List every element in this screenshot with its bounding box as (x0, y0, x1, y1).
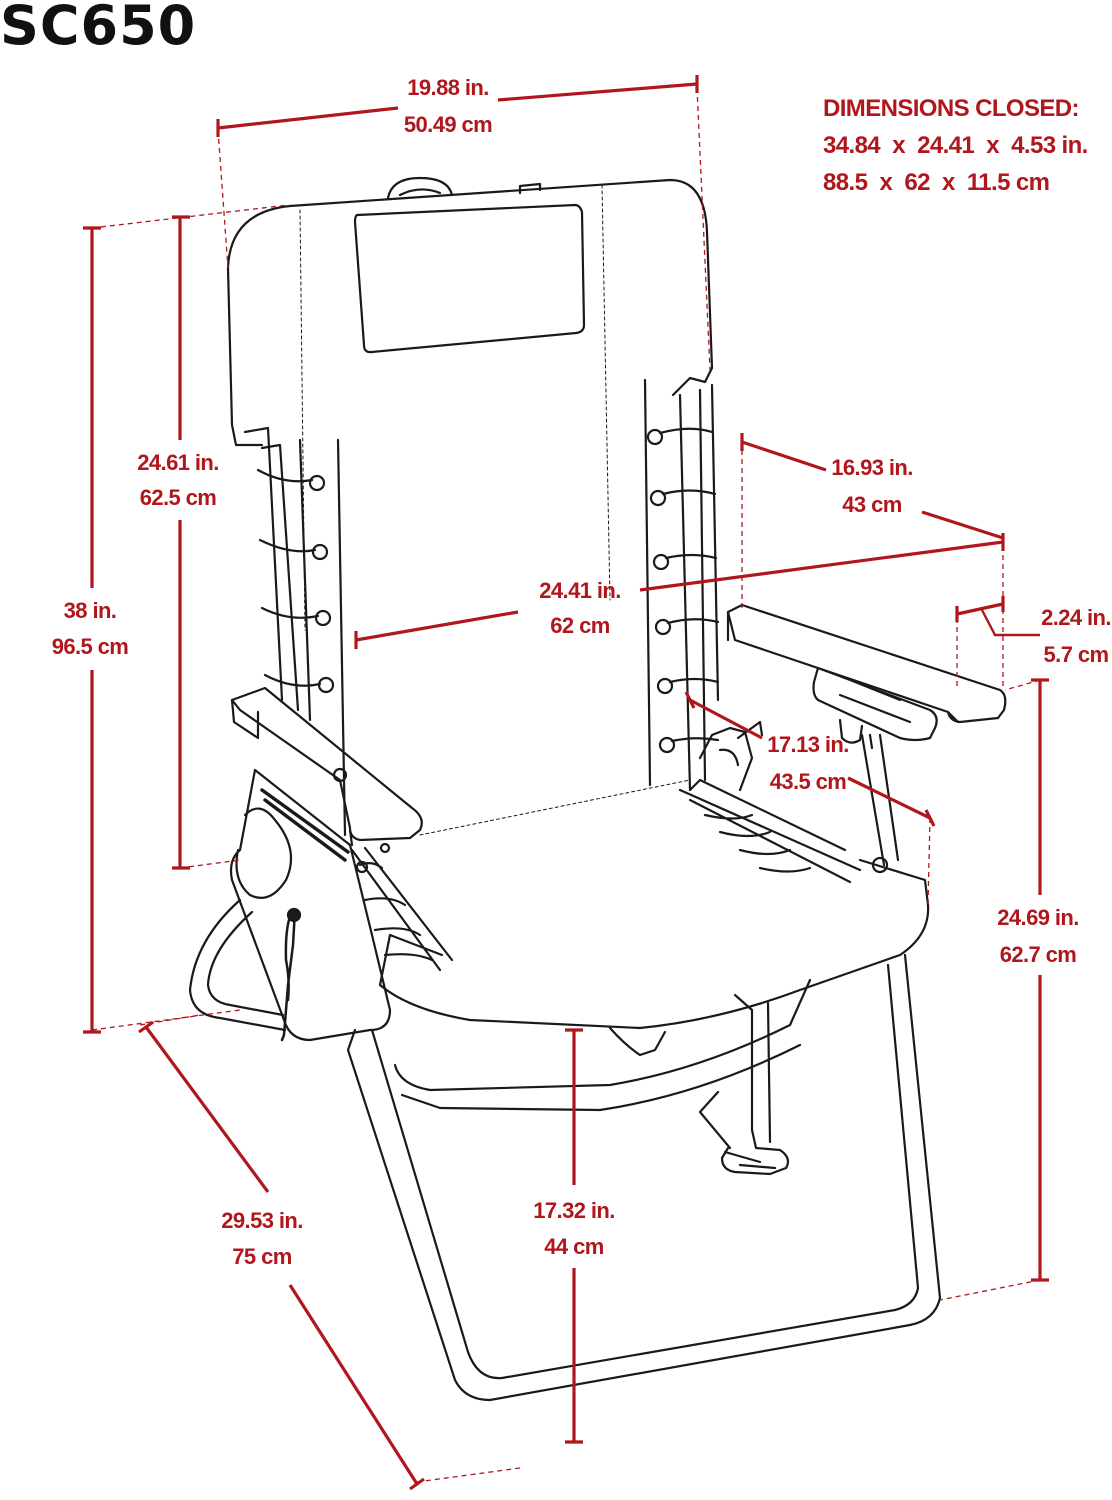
front-left-leg (346, 953, 942, 1402)
label-back-height-in: 24.61 in. (137, 450, 218, 475)
label-arm-span-cm: 43 cm (842, 492, 901, 517)
dim-line-footprint (144, 1026, 270, 1193)
seat-eyelet-2 (379, 842, 391, 854)
label-seat-depth-in: 17.13 in. (767, 732, 848, 757)
back-fabric-bottom (419, 779, 691, 836)
backpack-strap (698, 993, 790, 1176)
label-width-top-cm: 50.49 cm (404, 112, 492, 137)
label-arm-width-cm: 5.7 cm (1044, 642, 1109, 667)
label-seat-height-cm: 44 cm (544, 1234, 603, 1259)
pouch-cord (280, 908, 297, 1042)
headrest-pillow (353, 203, 586, 354)
closed-title: DIMENSIONS CLOSED: (823, 95, 1079, 122)
left-frame-loop (188, 898, 287, 1032)
dimension-lines (83, 75, 1049, 1491)
dimensions-closed: DIMENSIONS CLOSED: 34.84 x 24.41 x 4.53 … (823, 90, 1088, 201)
cord-toggle (286, 907, 302, 923)
tray-clip (838, 718, 864, 744)
dim-line-width-top-b (497, 82, 698, 102)
right-armrest (726, 603, 1007, 724)
label-arm-width-in: 2.24 in. (1041, 605, 1111, 630)
chair-illustration (188, 176, 1007, 1402)
backrest-stitch (299, 184, 611, 631)
label-back-height-cm: 62.5 cm (140, 485, 217, 510)
side-pouch (229, 768, 392, 1042)
dimension-labels: 19.88 in. 50.49 cm 24.61 in. 62.5 cm 38 … (52, 75, 1112, 1269)
label-footprint-cm: 75 cm (232, 1244, 291, 1269)
left-tube (243, 426, 312, 722)
label-inner-width-cm: 62 cm (550, 613, 609, 638)
right-tube (671, 366, 720, 792)
dim-line-arm-span (741, 440, 827, 472)
umbrella-clamp (698, 720, 764, 792)
model-number: SC650 (0, 0, 197, 57)
top-handle (386, 176, 542, 200)
label-total-height-in: 38 in. (64, 598, 117, 623)
dim-line-inner-width (355, 610, 519, 642)
seat-webbing-left (350, 846, 454, 972)
label-inner-width-in: 24.41 in. (539, 578, 620, 603)
label-footprint-in: 29.53 in. (221, 1208, 302, 1233)
dim-line-arm-width (956, 602, 1004, 616)
pivot-rivet (871, 856, 889, 874)
label-arm-span-in: 16.93 in. (831, 455, 912, 480)
label-seat-depth-cm: 43.5 cm (770, 769, 847, 794)
label-seat-height-in: 17.32 in. (533, 1198, 614, 1223)
left-armrest (230, 686, 423, 847)
seat-webbing-right (678, 788, 862, 884)
seat-outline (378, 778, 930, 1030)
seat-eyelet (355, 860, 369, 874)
right-lacing (646, 427, 720, 754)
closed-metric: 88.5 x 62 x 11.5 cm (823, 169, 1050, 196)
label-arm-height-cm: 62.7 cm (1000, 942, 1077, 967)
label-total-height-cm: 96.5 cm (52, 634, 129, 659)
dim-line-seat-depth (689, 698, 763, 740)
right-tray (812, 666, 938, 742)
rear-cross (393, 978, 812, 1112)
label-width-top-in: 19.88 in. (407, 75, 488, 100)
dim-line-width-top (217, 106, 399, 130)
pouch-zipper (260, 788, 350, 862)
back-fabric (336, 378, 652, 837)
guide-lines (91, 87, 1041, 1483)
label-arm-height-in: 24.69 in. (997, 905, 1078, 930)
backrest-outline (226, 178, 714, 447)
closed-imperial: 34.84 x 24.41 x 4.53 in. (823, 132, 1088, 159)
seat-under (608, 1026, 667, 1057)
